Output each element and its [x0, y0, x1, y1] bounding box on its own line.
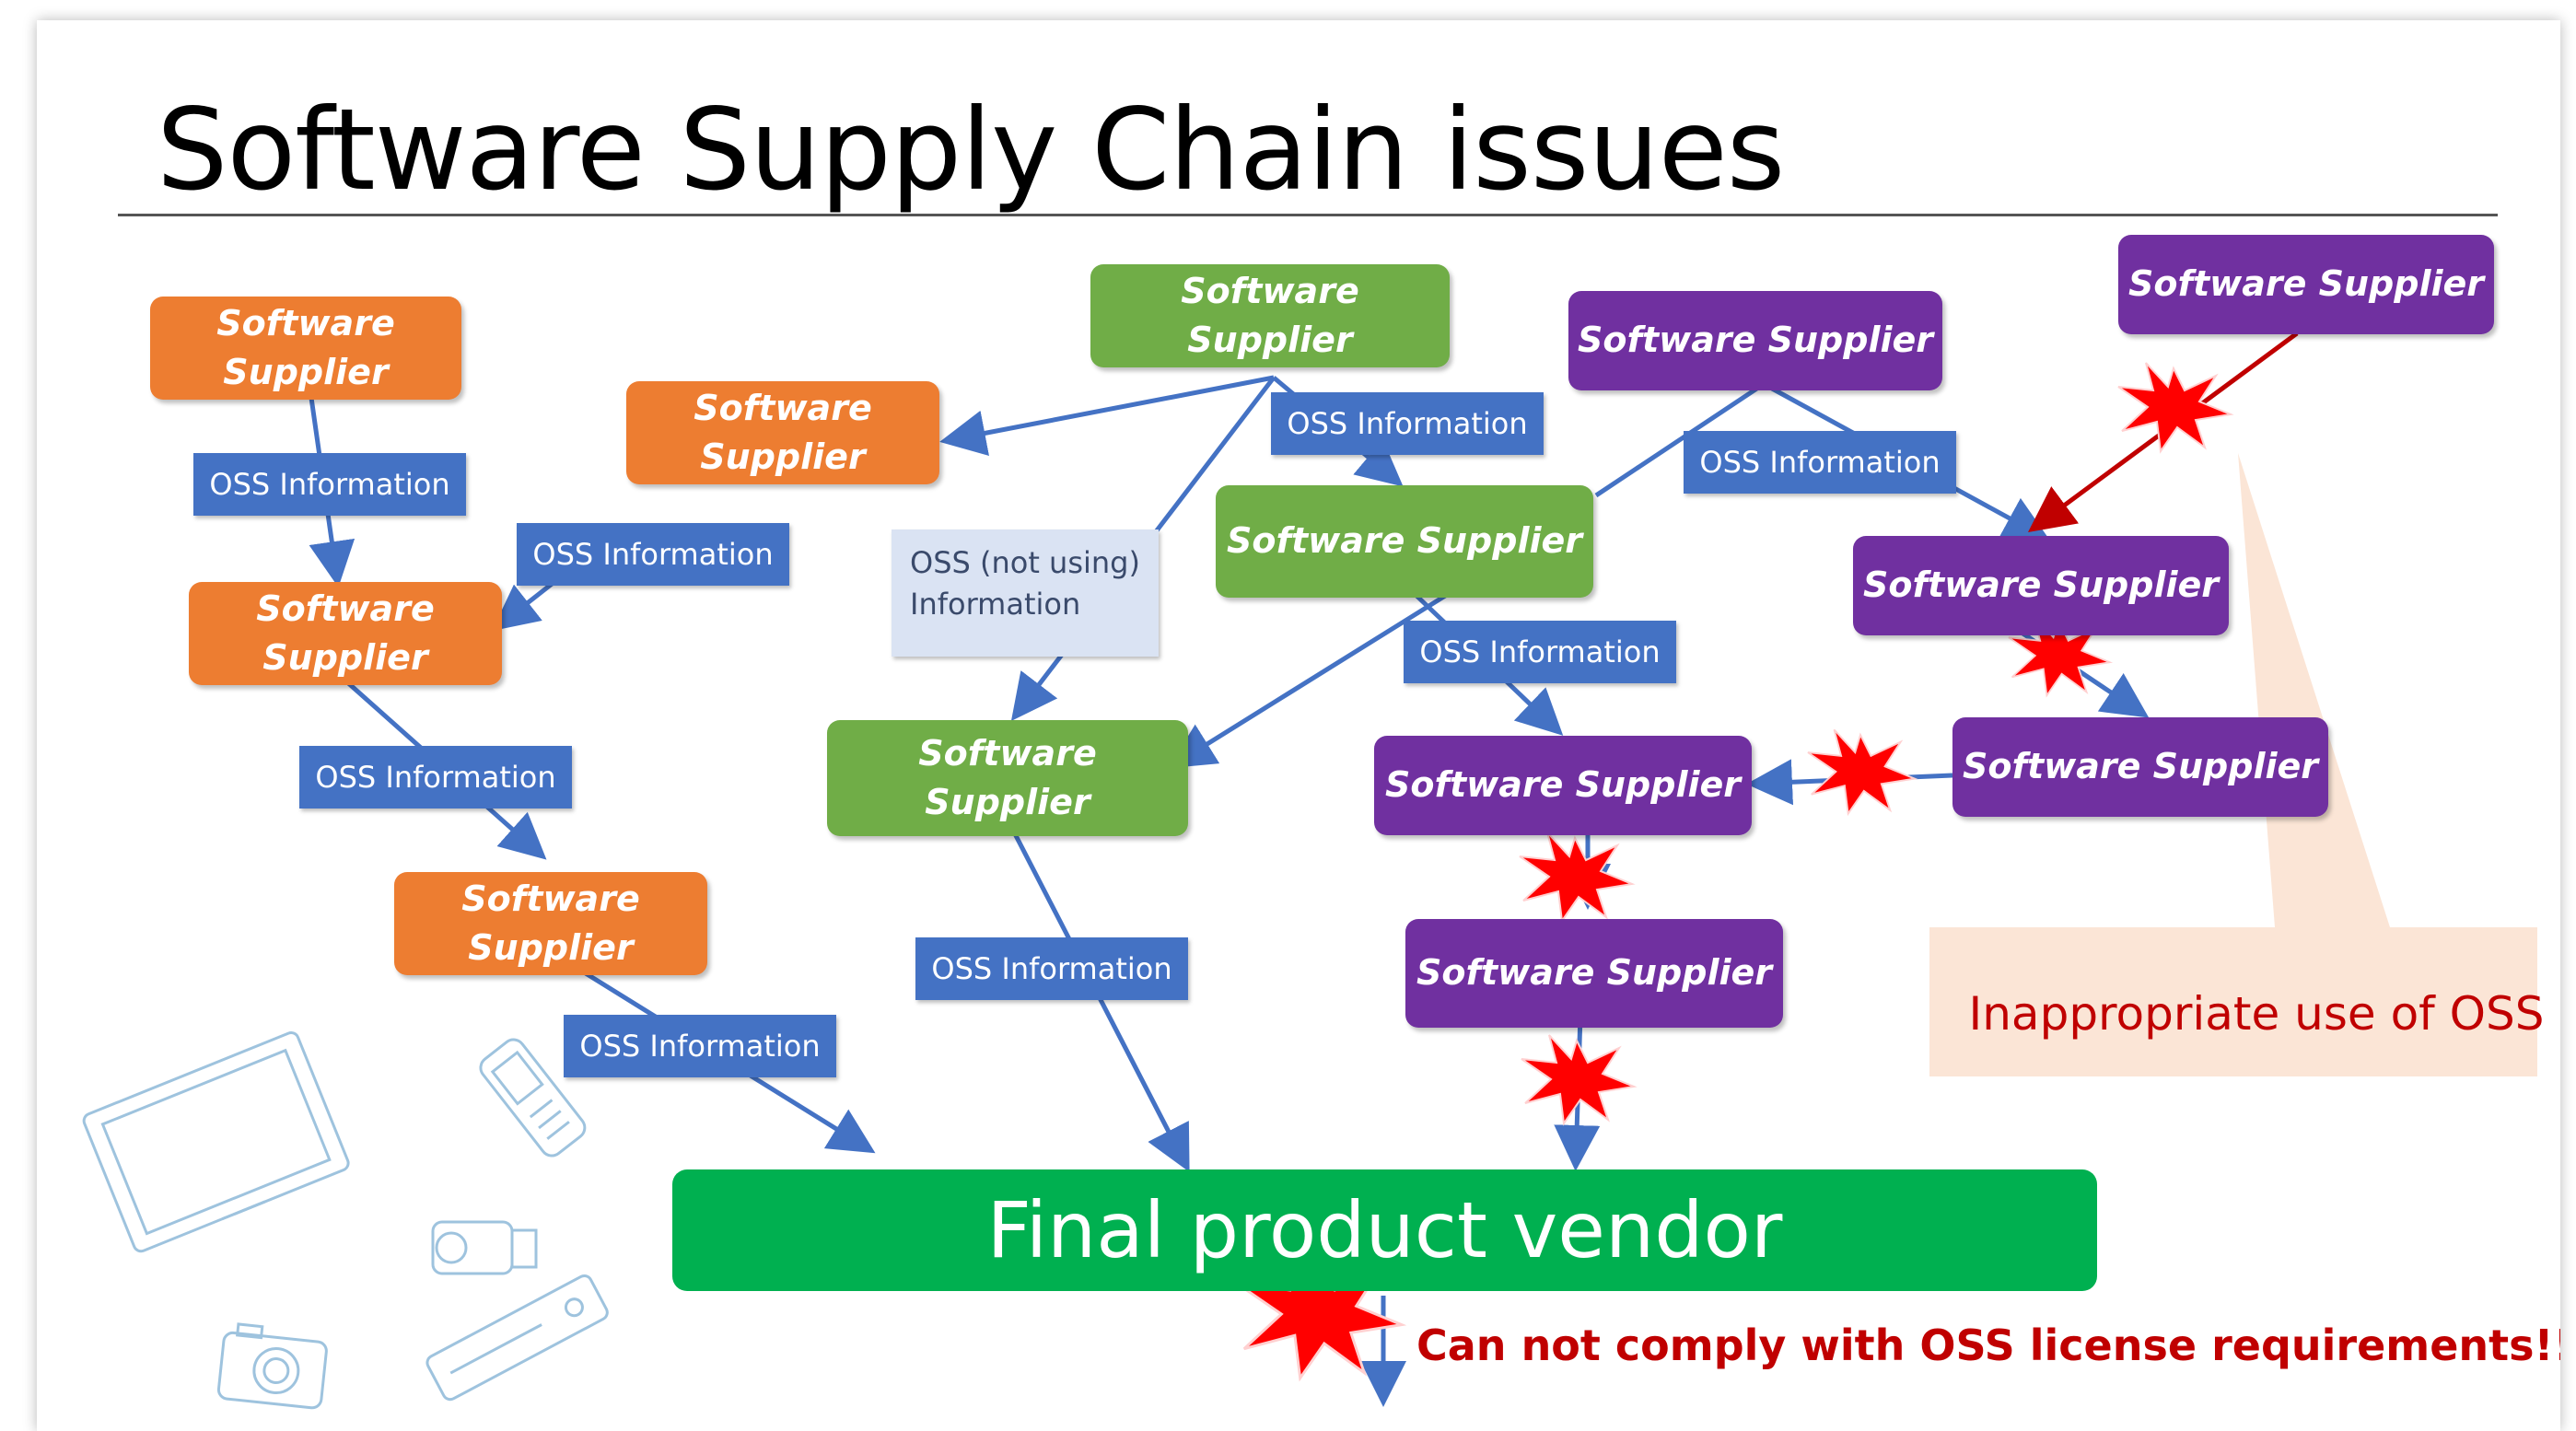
- page-title: Software Supply Chain issues: [157, 85, 1785, 215]
- supplier-green-3: Software Supplier: [827, 720, 1188, 836]
- supplier-purple-6: Software Supplier: [1405, 919, 1783, 1028]
- supplier-orange-2: Software Supplier: [626, 381, 939, 484]
- oss-information-label: OSS Information: [299, 746, 572, 809]
- explosion-icon: [1521, 1034, 1638, 1126]
- supplier-purple-5: Software Supplier: [1374, 736, 1752, 835]
- supplier-orange-4: Software Supplier: [394, 872, 707, 975]
- supplier-green-1: Software Supplier: [1090, 264, 1450, 367]
- oss-not-using-label: OSS (not using) Information: [892, 529, 1159, 657]
- dvd-player-icon: [425, 1274, 609, 1402]
- supplier-purple-3: Software Supplier: [1853, 536, 2229, 635]
- oss-information-label: OSS Information: [1271, 392, 1544, 455]
- oss-information-label: OSS Information: [1684, 431, 1956, 494]
- supplier-purple-1: Software Supplier: [2118, 235, 2494, 334]
- explosion-icon: [1807, 728, 1918, 817]
- warning-text: Can not comply with OSS license requirem…: [1416, 1320, 2560, 1370]
- slide: Software Supply Chain issues: [37, 20, 2560, 1431]
- supplier-purple-4: Software Supplier: [1952, 717, 2328, 817]
- oss-information-label: OSS Information: [564, 1015, 836, 1077]
- camera-icon: [216, 1322, 328, 1410]
- oss-information-label: OSS Information: [193, 453, 466, 516]
- callout-text: Inappropriate use of OSS: [1968, 987, 2545, 1041]
- tv-icon: [82, 1031, 350, 1253]
- supplier-green-2: Software Supplier: [1216, 485, 1593, 598]
- callout-pointer: [2238, 453, 2390, 927]
- supplier-purple-2: Software Supplier: [1568, 291, 1942, 390]
- camcorder-icon: [431, 1220, 538, 1275]
- explosion-icon: [2117, 362, 2234, 454]
- oss-information-label: OSS Information: [915, 937, 1188, 1000]
- title-divider: [118, 214, 2498, 216]
- supplier-orange-1: Software Supplier: [150, 297, 461, 400]
- explosion-icon: [1519, 832, 1636, 924]
- oss-information-label: OSS Information: [1404, 621, 1676, 683]
- supplier-orange-3: Software Supplier: [189, 582, 502, 685]
- oss-information-label: OSS Information: [517, 523, 789, 586]
- final-product-vendor: Final product vendor: [672, 1169, 2097, 1291]
- devices-illustration: [82, 1031, 609, 1410]
